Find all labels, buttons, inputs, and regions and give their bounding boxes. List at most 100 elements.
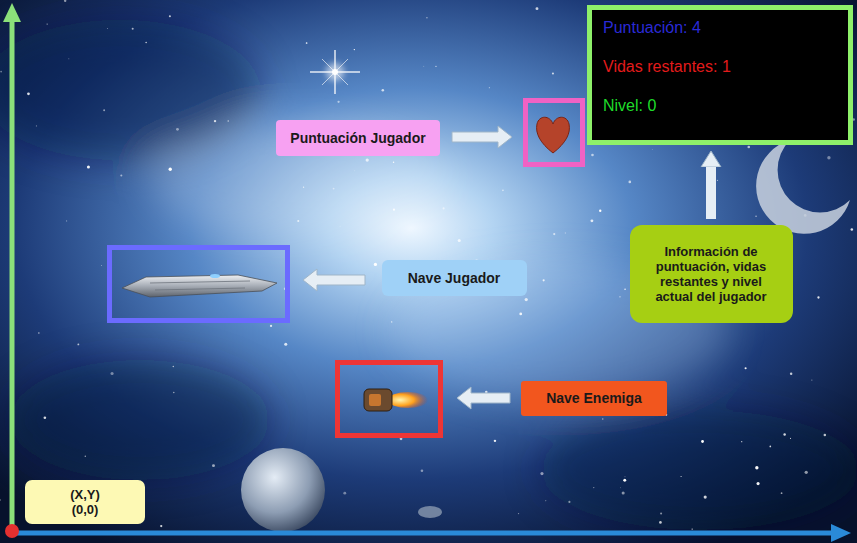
star (160, 525, 162, 527)
star (599, 210, 601, 212)
leader-arrow (452, 126, 512, 148)
star (747, 146, 750, 149)
star (755, 216, 756, 217)
star (0, 499, 1, 501)
star (343, 492, 346, 495)
star (366, 158, 369, 161)
star (101, 265, 103, 267)
star (421, 469, 424, 472)
y-axis (10, 20, 15, 531)
star (824, 434, 827, 437)
asteroid (418, 506, 442, 518)
callout-text: Puntuación Jugador (290, 130, 425, 146)
star (681, 476, 682, 477)
star (85, 456, 87, 458)
star (651, 149, 653, 151)
star (536, 7, 539, 10)
star (518, 513, 519, 514)
star (502, 190, 504, 192)
star (87, 166, 90, 169)
star (811, 379, 812, 380)
moon-crescent (756, 140, 850, 234)
star (591, 154, 594, 157)
star (391, 321, 392, 322)
x-axis (12, 531, 832, 536)
star (337, 101, 339, 103)
x-axis-head (831, 524, 851, 542)
cockpit (210, 274, 220, 278)
star (111, 372, 114, 375)
star (553, 233, 555, 235)
cloud (0, 20, 260, 160)
heart-icon (537, 117, 570, 153)
star (489, 87, 490, 88)
star (628, 181, 631, 184)
star (27, 92, 30, 95)
star (176, 128, 179, 131)
star (382, 89, 385, 92)
star (339, 225, 341, 227)
bright-star (310, 50, 360, 94)
cloud (540, 410, 857, 530)
player-ship (122, 275, 277, 297)
star (622, 491, 625, 494)
star (783, 433, 785, 435)
star (741, 441, 742, 442)
star (228, 120, 229, 121)
star (568, 501, 570, 503)
hull-line (150, 281, 250, 290)
star-core (332, 69, 338, 75)
callout-box: Nave Enemiga (521, 381, 667, 416)
status-text: Puntuación: 4 (603, 18, 848, 38)
leader-arrow (457, 387, 510, 409)
star (68, 58, 69, 59)
star (443, 207, 445, 209)
origin-label: (X,Y) (0,0) (25, 480, 145, 524)
star (659, 521, 662, 524)
star (393, 162, 394, 163)
origin-dot (5, 524, 19, 538)
callout-box: Nave Jugador (382, 260, 527, 296)
callout-text: (X,Y) (0,0) (60, 487, 110, 517)
star (353, 170, 355, 172)
callout-box: Información de puntuación, vidas restant… (630, 225, 793, 323)
enemy-ship (364, 389, 392, 411)
star (817, 296, 819, 298)
star (620, 487, 622, 489)
star-ray (322, 59, 348, 85)
status-text: Nivel: 0 (603, 96, 848, 116)
star (755, 466, 758, 469)
star (543, 279, 545, 281)
star (145, 42, 147, 44)
star (590, 219, 593, 222)
star (540, 472, 543, 475)
star (660, 513, 662, 515)
y-axis-head (3, 3, 21, 22)
star (701, 440, 704, 443)
star (564, 232, 566, 234)
star (623, 479, 626, 482)
star-field (0, 0, 855, 530)
star (458, 239, 461, 242)
star (805, 471, 808, 474)
star (426, 17, 427, 18)
cloud (10, 360, 270, 480)
star (745, 367, 747, 369)
star (284, 343, 287, 346)
star (169, 15, 171, 17)
star (66, 220, 67, 221)
star (624, 476, 626, 478)
star (212, 464, 215, 467)
star (781, 492, 783, 494)
star (393, 209, 395, 211)
star (103, 109, 105, 111)
callout-text: Nave Enemiga (546, 390, 642, 406)
enemy-frame (338, 363, 441, 436)
callout-box: Puntuación Jugador (276, 120, 440, 156)
star (851, 228, 854, 231)
star (525, 298, 528, 301)
planet (241, 448, 325, 532)
leader-arrow (303, 269, 365, 291)
star (624, 288, 626, 290)
